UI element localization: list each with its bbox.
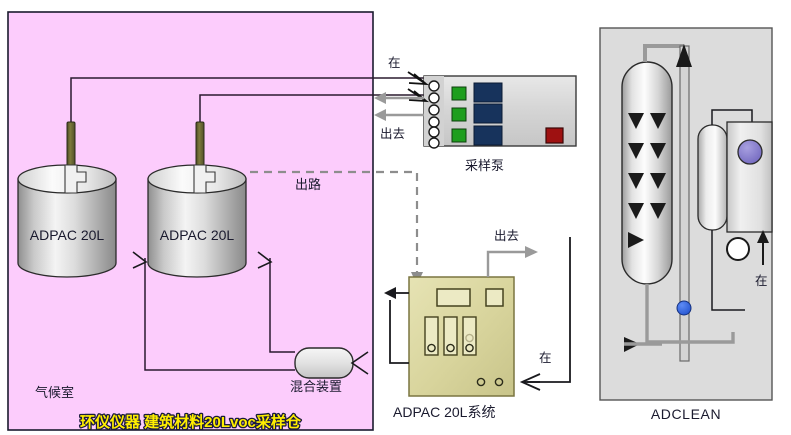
pump-power-indicator bbox=[545, 127, 564, 144]
tube-mixer-to-vessel2 bbox=[269, 258, 295, 353]
riser-valve[interactable] bbox=[676, 300, 692, 316]
system-outlet-label: 出去 bbox=[494, 229, 519, 243]
pump-led-3 bbox=[451, 128, 467, 143]
adpac-vessel-1: ADPAC 20L bbox=[17, 121, 117, 278]
pump-outlet-label: 出去 bbox=[380, 127, 405, 141]
pump-port-4[interactable] bbox=[428, 116, 440, 128]
control-box bbox=[726, 121, 773, 233]
mixer-label: 混合装置 bbox=[290, 379, 342, 394]
pump-display-3 bbox=[473, 125, 503, 146]
pump-led-1 bbox=[451, 86, 467, 101]
system-slider-3-knob-upper[interactable] bbox=[465, 333, 474, 343]
buffer-inlet-line bbox=[711, 109, 753, 125]
tower-chevron-r4c1 bbox=[628, 203, 644, 219]
arrowhead-system-left-stub bbox=[384, 287, 396, 299]
mixing-device: 混合装置 bbox=[290, 347, 369, 394]
system-slider-2-knob[interactable] bbox=[446, 343, 455, 353]
arrowhead-pump-outlet-1 bbox=[374, 92, 386, 104]
system-label: ADPAC 20L系统 bbox=[393, 404, 495, 420]
adclean-enclosure: 在 ADCLEAN bbox=[599, 27, 773, 422]
system-inlet-label: 在 bbox=[539, 351, 552, 365]
mixer-body bbox=[294, 347, 354, 379]
vessel2-label: ADPAC 20L bbox=[160, 227, 235, 243]
exit-path-label: 出路 bbox=[295, 177, 321, 192]
arrowhead-mixer-inlet bbox=[350, 351, 369, 375]
pump-led-2 bbox=[451, 107, 467, 122]
adclean-inlet-label: 在 bbox=[755, 274, 768, 288]
pump-flow-arrows: 在 出去 bbox=[374, 56, 430, 141]
adclean-label: ADCLEAN bbox=[651, 406, 721, 422]
vessel-inlet-arrowheads bbox=[132, 251, 273, 269]
pump-display-2 bbox=[473, 103, 503, 124]
flow-indicator-dial bbox=[726, 237, 750, 261]
vessel1-sample-tube bbox=[66, 121, 76, 168]
buffer-cylinder bbox=[697, 124, 728, 231]
adpac-system-unit: ADPAC 20L系统 bbox=[393, 276, 515, 420]
system-slider-1[interactable] bbox=[424, 316, 439, 356]
arrowhead-tower-inlet bbox=[628, 232, 644, 248]
tower-chevron-r1c2 bbox=[650, 113, 666, 129]
system-display-aux bbox=[485, 288, 504, 307]
drain-return-pipe bbox=[700, 332, 735, 344]
arrowhead-system-inlet bbox=[519, 373, 541, 391]
system-slider-3-knob[interactable] bbox=[465, 343, 474, 353]
arrowhead-pump-inlet-2 bbox=[407, 88, 430, 103]
system-slider-1-knob[interactable] bbox=[427, 343, 436, 353]
arrowhead-adclean-inlet bbox=[757, 230, 769, 243]
vessel1-tee-fitting bbox=[64, 164, 87, 194]
arrowhead-pump-outlet-2 bbox=[374, 109, 386, 121]
tower-chevron-r1c1 bbox=[628, 113, 644, 129]
system-outlet-flow: 出去 bbox=[486, 229, 538, 277]
pump-display-1 bbox=[473, 82, 503, 103]
system-sliders[interactable] bbox=[424, 316, 477, 356]
system-port-knob-2[interactable] bbox=[494, 377, 504, 387]
pump-port-3[interactable] bbox=[428, 104, 440, 116]
system-slider-3[interactable] bbox=[462, 316, 477, 356]
tower-chevron-r4c2 bbox=[650, 203, 666, 219]
tube-mixer-to-vessel1 bbox=[144, 258, 295, 371]
pump-port-1[interactable] bbox=[428, 80, 440, 92]
buffer-outlet-line bbox=[711, 230, 745, 311]
pump-inlet-label: 在 bbox=[388, 56, 401, 70]
vessel1-body bbox=[17, 178, 117, 278]
tower-chevron-r3c1 bbox=[628, 173, 644, 189]
pump-label: 采样泵 bbox=[465, 158, 504, 173]
tower-drain-pipe bbox=[645, 284, 700, 344]
system-port-knob-1[interactable] bbox=[476, 377, 486, 387]
arrowhead-riser-up bbox=[676, 44, 692, 67]
vessel2-body bbox=[147, 178, 247, 278]
watermark-title: 环仪仪器 建筑材料20Lvoc采样仓 bbox=[80, 413, 302, 431]
adclean-to-system-line bbox=[527, 237, 571, 383]
tower-chevron-r2c2 bbox=[650, 143, 666, 159]
tower-chevron-r3c2 bbox=[650, 173, 666, 189]
tower-top-pipe bbox=[643, 44, 684, 62]
arrowhead-vessel1-inlet bbox=[132, 251, 148, 269]
pump-port-2[interactable] bbox=[428, 92, 440, 104]
system-to-mixer-line bbox=[389, 300, 409, 364]
system-slider-2[interactable] bbox=[443, 316, 458, 356]
system-display-main bbox=[436, 288, 471, 307]
chamber-name-label: 气候室 bbox=[35, 385, 74, 400]
system-inlet-flow: 在 bbox=[519, 237, 571, 391]
pump-port-5[interactable] bbox=[428, 126, 440, 138]
arrowhead-system-outlet bbox=[525, 246, 538, 258]
tower-chevrons bbox=[628, 113, 666, 219]
arrowhead-pump-inlet-1 bbox=[407, 71, 430, 86]
vessel2-tee-fitting bbox=[193, 164, 216, 194]
vessel1-label: ADPAC 20L bbox=[30, 227, 105, 243]
pressure-gauge bbox=[737, 139, 763, 165]
vessel2-sample-tube bbox=[195, 121, 205, 168]
tower-chevron-r2c1 bbox=[628, 143, 644, 159]
adpac-vessel-2: ADPAC 20L bbox=[147, 121, 247, 278]
arrowhead-vessel2-inlet bbox=[257, 251, 273, 269]
pump-port-6[interactable] bbox=[428, 137, 440, 149]
sampling-pump: 采样泵 bbox=[423, 75, 577, 173]
system-outlet-line bbox=[486, 250, 527, 277]
